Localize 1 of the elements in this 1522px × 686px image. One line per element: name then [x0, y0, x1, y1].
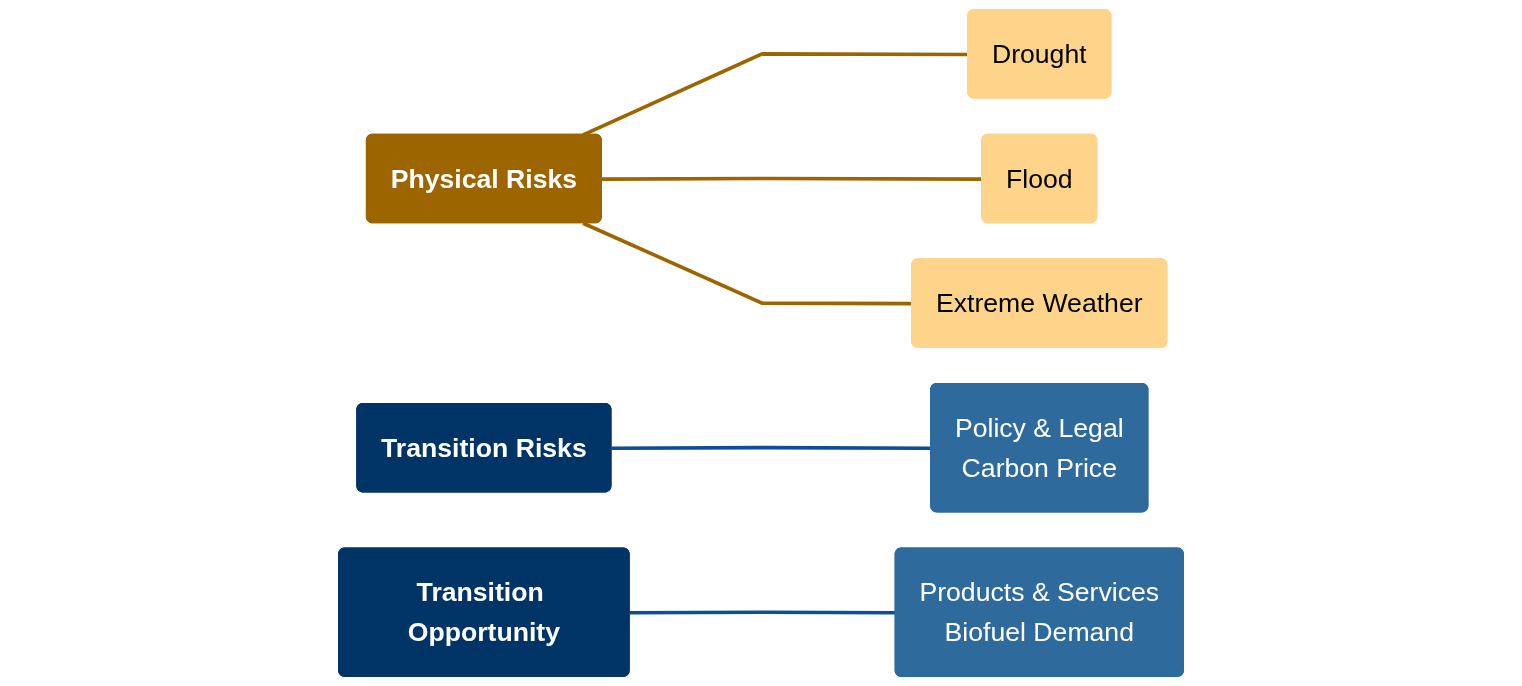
connector: [629, 610, 896, 615]
